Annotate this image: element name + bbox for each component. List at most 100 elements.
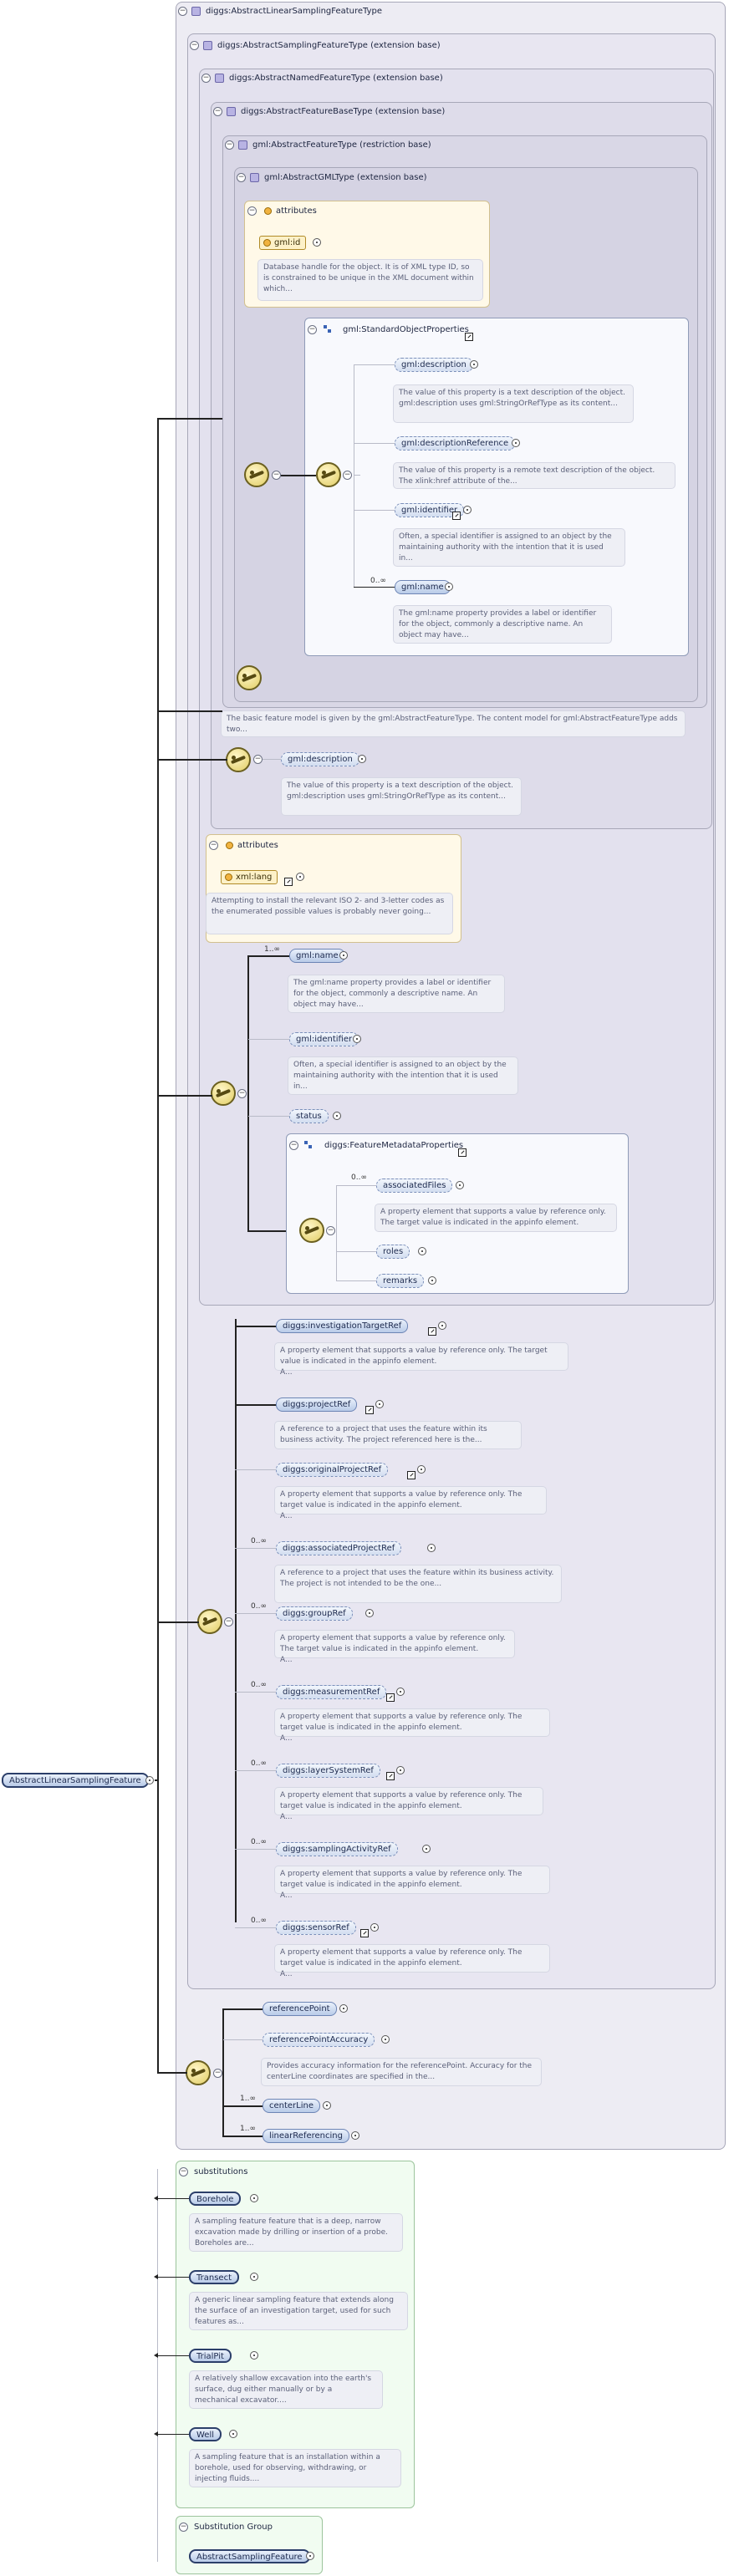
connector [235,1469,277,1470]
collapse-toggle[interactable]: − [343,471,352,480]
link-icon[interactable] [284,878,293,886]
element-gml-name[interactable]: gml:name [289,949,345,963]
collapse-toggle[interactable]: − [326,1226,335,1235]
expand-icon[interactable] [250,2194,259,2202]
expand-icon[interactable] [381,2035,390,2044]
collapse-toggle[interactable]: − [179,2167,188,2176]
link-icon[interactable] [458,1148,466,1157]
element-roles[interactable]: roles [376,1245,410,1259]
expand-icon[interactable] [228,2430,237,2438]
expand-icon[interactable] [437,1321,446,1330]
expand-icon[interactable] [456,1181,464,1189]
expand-icon[interactable] [323,2101,331,2110]
type-title-abstract-sampling: diggs:AbstractSamplingFeatureType (exten… [217,41,441,50]
collapse-toggle[interactable]: − [209,841,218,850]
connector [248,1116,290,1117]
expand-icon[interactable] [416,1465,426,1474]
element-gml-description-reference[interactable]: gml:descriptionReference [395,436,516,451]
root-element-abstract-linear-sampling-feature[interactable]: AbstractLinearSamplingFeature [2,1773,149,1788]
expand-icon[interactable] [351,2131,359,2140]
element-center-line[interactable]: centerLine [263,2099,321,2113]
collapse-toggle[interactable]: − [308,325,317,334]
complex-type-icon [227,107,236,116]
link-icon[interactable] [365,1406,375,1414]
expand-icon[interactable] [339,2004,348,2013]
expand-icon[interactable] [470,360,478,369]
element-gml-description[interactable]: gml:description [395,358,473,372]
collapse-toggle[interactable]: − [289,1141,298,1150]
element-well[interactable]: Well [189,2427,222,2441]
element-borehole[interactable]: Borehole [189,2192,242,2206]
element-layer-system-ref[interactable]: diggs:layerSystemRef [276,1764,380,1778]
expand-icon[interactable] [364,1609,374,1617]
link-icon[interactable] [360,1929,369,1937]
collapse-toggle[interactable]: − [272,471,281,480]
expand-icon[interactable] [353,1035,361,1043]
expand-icon[interactable] [145,1776,154,1784]
collapse-toggle[interactable]: − [201,74,211,83]
element-reference-point[interactable]: referencePoint [263,2002,337,2016]
element-trialpit[interactable]: TrialPit [189,2349,232,2363]
link-icon[interactable] [386,1693,395,1702]
attribute-xml-lang[interactable]: xml:lang [221,870,278,884]
collapse-toggle[interactable]: − [213,107,222,116]
collapse-toggle[interactable]: − [237,173,246,182]
expand-icon[interactable] [428,1276,436,1285]
expand-icon[interactable] [370,1923,379,1932]
element-associated-project-ref[interactable]: diggs:associatedProjectRef [276,1541,402,1555]
element-transect[interactable]: Transect [189,2270,239,2284]
element-associated-files[interactable]: associatedFiles [376,1179,453,1193]
expand-icon[interactable] [313,238,321,247]
collapse-toggle[interactable]: − [190,41,199,50]
expand-icon[interactable] [250,2351,259,2360]
expand-icon[interactable] [396,1766,405,1774]
link-icon[interactable] [427,1327,436,1336]
element-remarks[interactable]: remarks [376,1274,425,1288]
element-original-project-ref[interactable]: diggs:originalProjectRef [276,1463,389,1477]
expand-icon[interactable] [445,583,453,591]
element-group-ref[interactable]: diggs:groupRef [276,1606,353,1621]
collapse-toggle[interactable]: − [179,2523,188,2532]
expand-icon[interactable] [306,2552,314,2560]
element-gml-name[interactable]: gml:name [395,580,451,594]
expand-icon[interactable] [463,506,472,514]
expand-icon[interactable] [427,1544,436,1552]
expand-icon[interactable] [296,873,304,881]
expand-icon[interactable] [422,1845,431,1853]
element-measurement-ref[interactable]: diggs:measurementRef [276,1685,387,1699]
element-gml-identifier[interactable]: gml:identifier [289,1032,359,1046]
element-note: A property element that supports a value… [274,1342,568,1377]
element-reference-point-accuracy[interactable]: referencePointAccuracy [263,2033,375,2047]
collapse-toggle[interactable]: − [237,1089,247,1098]
expand-icon[interactable] [396,1688,405,1696]
expand-icon[interactable] [333,1112,341,1120]
collapse-toggle[interactable]: − [224,1617,233,1627]
element-linear-referencing[interactable]: linearReferencing [263,2129,349,2143]
element-sampling-activity-ref[interactable]: diggs:samplingActivityRef [276,1842,398,1856]
collapse-toggle[interactable]: − [253,755,263,764]
expand-icon[interactable] [250,2273,259,2281]
element-abstract-sampling-feature[interactable]: AbstractSamplingFeature [189,2549,310,2563]
link-icon[interactable] [465,333,473,341]
element-gml-description[interactable]: gml:description [281,752,359,766]
element-status[interactable]: status [289,1109,329,1123]
expand-icon[interactable] [358,755,366,763]
element-sensor-ref[interactable]: diggs:sensorRef [276,1921,356,1935]
collapse-toggle[interactable]: − [178,7,187,16]
expand-icon[interactable] [375,1400,385,1408]
expand-icon[interactable] [418,1247,426,1255]
expand-icon[interactable] [339,951,348,960]
element-project-ref[interactable]: diggs:projectRef [276,1397,358,1412]
expand-icon[interactable] [512,439,520,447]
collapse-toggle[interactable]: − [213,2069,222,2078]
connector [222,2105,263,2107]
link-icon[interactable] [452,512,461,520]
element-investigation-target-ref[interactable]: diggs:investigationTargetRef [276,1319,409,1333]
collapse-toggle[interactable]: − [247,206,257,216]
attribute-gml-id[interactable]: gml:id [259,236,307,250]
element-gml-identifier[interactable]: gml:identifier [395,503,465,517]
cardinality: 0..∞ [251,1759,267,1768]
link-icon[interactable] [406,1471,415,1479]
collapse-toggle[interactable]: − [225,140,234,150]
link-icon[interactable] [386,1772,395,1780]
